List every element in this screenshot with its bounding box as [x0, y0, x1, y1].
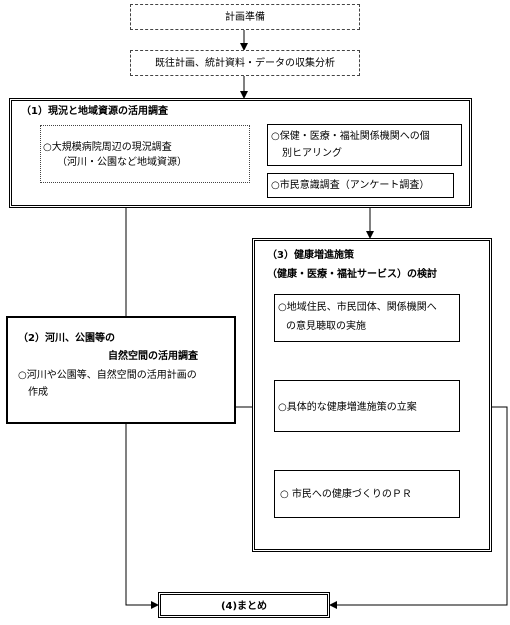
stakeholder-hearing-line1: ○地域住民、市民団体、関係機関へ	[278, 302, 437, 313]
site-survey-line2: （河川・公園など地域資源）	[57, 157, 187, 168]
plan-step-label: 計画準備	[225, 12, 265, 23]
health-plan-label: ○具体的な健康増進施策の立案	[278, 402, 417, 413]
section3-title: （3）健康増進施策	[267, 250, 354, 261]
summary-label: (4)まとめ	[220, 601, 268, 612]
analysis-step-box: 既往計画、統計資料・データの収集分析	[130, 50, 360, 76]
health-pr-box: ○ 市民への健康づくりのＰＲ	[274, 470, 460, 518]
site-survey-line1: ○大規模病院周辺の現況調査	[43, 142, 172, 153]
agency-hearing-line2: 別ヒアリング	[282, 148, 342, 159]
opinion-survey-box: ○市民意識調査（アンケート調査）	[267, 173, 454, 198]
stakeholder-hearing-box: ○地域住民、市民団体、関係機関へ の意見聴取の実施	[274, 294, 460, 342]
section2-box: （2）河川、公園等の 自然空間の活用調査 ○河川や公園等、自然空間の活用計画の …	[6, 316, 236, 424]
plan-step-box: 計画準備	[130, 4, 360, 30]
health-pr-label: ○ 市民への健康づくりのＰＲ	[280, 489, 412, 500]
section3-title-line2: （健康・医療・福祉サービス）の検討	[267, 269, 437, 280]
section1-title: （1）現況と地域資源の活用調査	[21, 106, 168, 117]
section2-title: （2）河川、公園等の	[18, 333, 115, 344]
section2-title-line2: 自然空間の活用調査	[108, 351, 198, 362]
stakeholder-hearing-line2: の意見聴取の実施	[286, 321, 366, 332]
section2-body-line2: 作成	[28, 387, 48, 398]
analysis-step-label: 既往計画、統計資料・データの収集分析	[155, 58, 335, 69]
site-survey-box: ○大規模病院周辺の現況調査 （河川・公園など地域資源）	[40, 125, 250, 183]
summary-box: (4)まとめ	[158, 592, 330, 618]
health-plan-box: ○具体的な健康増進施策の立案	[274, 380, 460, 432]
opinion-survey-label: ○市民意識調査（アンケート調査）	[271, 180, 430, 191]
agency-hearing-line1: ○保健・医療・福祉関係機関への個	[271, 131, 430, 142]
agency-hearing-box: ○保健・医療・福祉関係機関への個 別ヒアリング	[267, 124, 462, 166]
section2-body-line1: ○河川や公園等、自然空間の活用計画の	[18, 370, 197, 381]
